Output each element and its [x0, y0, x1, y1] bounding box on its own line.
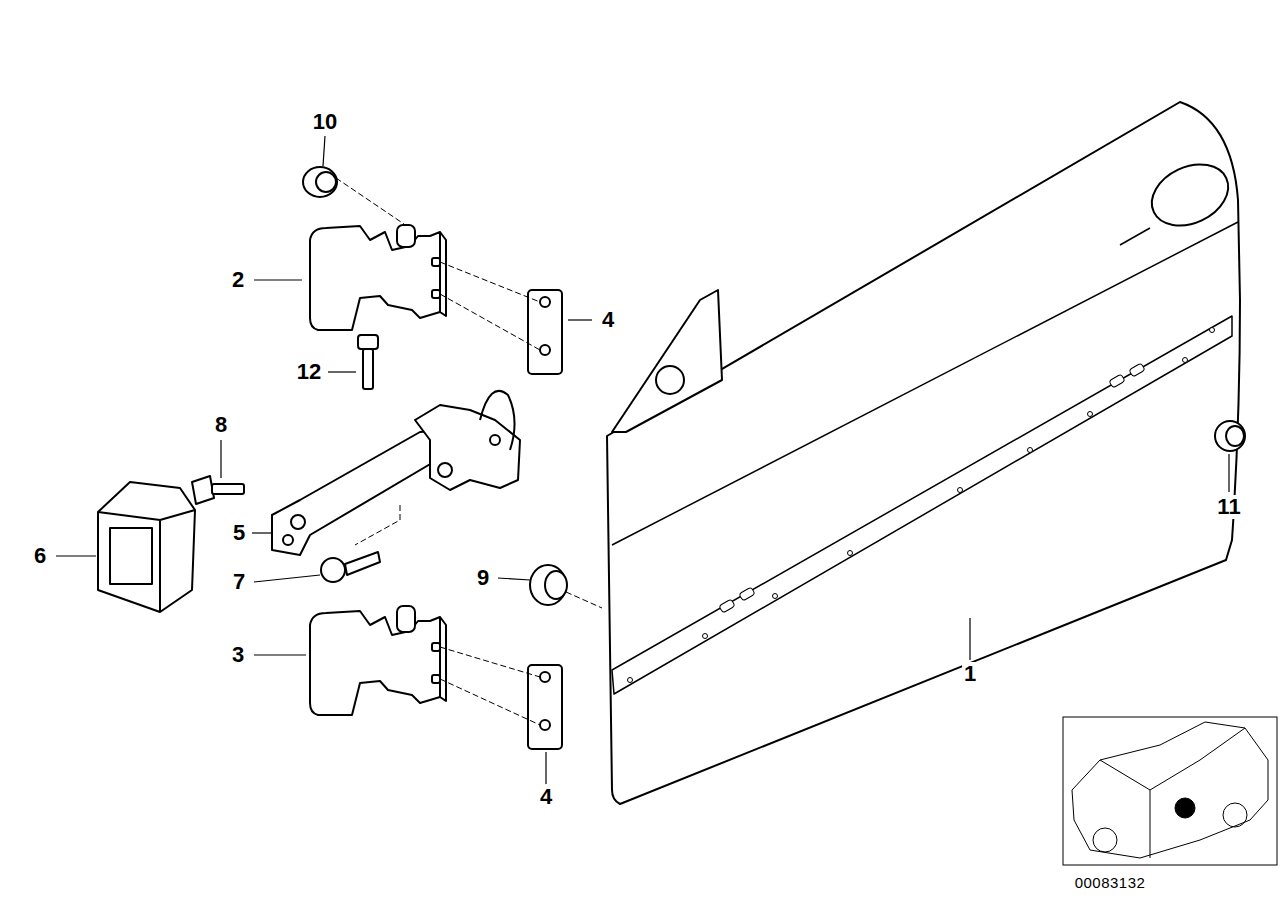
check-housing [415, 405, 520, 490]
callout-number: 1 [962, 662, 978, 686]
cover-box [98, 482, 195, 612]
callout-number: 3 [230, 643, 246, 667]
hinge-plate [528, 665, 562, 749]
callout-number: 9 [475, 566, 491, 590]
window-frame [612, 290, 722, 432]
callout-number: 4 [538, 785, 554, 809]
bolt [358, 335, 378, 349]
callout-number: 4 [600, 308, 616, 332]
callout-number: 10 [311, 110, 339, 134]
callout-number: 8 [213, 413, 229, 437]
lower-hinge [310, 611, 440, 715]
assembly-lines [336, 178, 602, 725]
callout-number: 2 [230, 268, 246, 292]
door-shell [607, 102, 1240, 804]
drawing-number: 00083132 [1073, 874, 1148, 891]
hinge-plate [528, 290, 562, 374]
callout-number: 5 [231, 521, 247, 545]
mirror [1142, 153, 1238, 238]
callout-number: 7 [231, 570, 247, 594]
screw [192, 476, 214, 504]
torx-screw [321, 558, 345, 582]
grommet [303, 167, 337, 197]
belt-strip [612, 316, 1232, 694]
callout-number: 12 [295, 360, 323, 384]
leader-lines [56, 136, 1229, 784]
upper-hinge [310, 226, 440, 330]
callout-number: 6 [32, 544, 48, 568]
door-check [272, 430, 454, 555]
locator-thumbnail [1063, 717, 1277, 865]
callout-number: 11 [1215, 495, 1242, 519]
grommet [530, 565, 566, 605]
grommet [1215, 421, 1245, 451]
